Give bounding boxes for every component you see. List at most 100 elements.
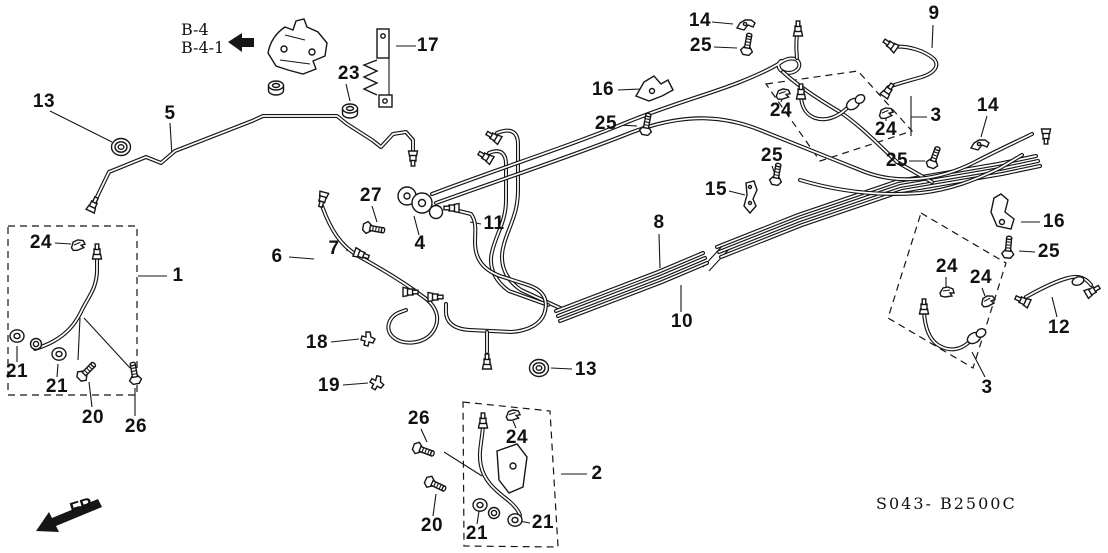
grommet-13-icon: [110, 137, 132, 157]
assembly-box-2: [462, 401, 559, 548]
assembly-box-3-bottom: [887, 212, 1007, 369]
callout-19: 19: [317, 375, 341, 396]
callout-18: 18: [305, 332, 329, 353]
hose-9: [887, 44, 939, 89]
callout-16b: 16: [1042, 211, 1066, 232]
bracket-17: [362, 28, 393, 108]
callout-16a: 16: [591, 79, 615, 100]
brackets: [267, 18, 1015, 494]
arrows: [36, 33, 254, 532]
callout-26a: 26: [124, 416, 148, 437]
clip-24-icon: [774, 87, 792, 101]
callout-24a: 24: [769, 100, 793, 121]
callout-10: 10: [670, 311, 694, 332]
callout-24c: 24: [935, 256, 959, 277]
callout-7: 7: [328, 238, 340, 259]
hose-connector: [975, 328, 987, 338]
callout-23: 23: [337, 63, 361, 84]
callout-3b: 3: [981, 377, 993, 398]
callout-17: 17: [416, 35, 440, 56]
nut-23-icon: [341, 103, 359, 119]
hose-connector: [854, 93, 866, 105]
callout-24d: 24: [969, 267, 993, 288]
callout-14b: 14: [976, 95, 1000, 116]
callout-20b: 20: [420, 515, 444, 536]
flare-fitting-icon: [918, 298, 930, 315]
nut-icon: [267, 80, 285, 96]
flare-fitting-icon: [443, 202, 460, 214]
hose-1: [33, 255, 99, 351]
clip-24-icon: [939, 286, 955, 298]
callout-21d: 21: [531, 512, 555, 533]
bolt-25-icon: [739, 31, 757, 57]
flare-fitting-icon: [85, 194, 102, 214]
washer-21-icon: [9, 329, 25, 343]
callout-21b: 21: [45, 376, 69, 397]
drawing-code: S043- B2500C: [876, 494, 1017, 513]
pipe-rear-loop-tail: [781, 70, 934, 184]
assembly-boxes: [7, 70, 1007, 548]
callout-21c: 21: [465, 523, 489, 544]
banjo-eye-icon: [29, 337, 43, 351]
clip-24-icon: [69, 237, 87, 253]
bolt-20-icon: [74, 358, 100, 384]
b4-arrow-icon: [228, 33, 254, 52]
bracket-16: [990, 193, 1015, 230]
callout-25c: 25: [885, 150, 909, 171]
callout-4: 4: [414, 233, 426, 254]
flare-fitting-icon: [1040, 128, 1052, 145]
bolt-25-icon: [1000, 235, 1016, 260]
callout-13b: 13: [574, 359, 598, 380]
clip-24-icon: [877, 105, 895, 121]
callout-25b: 25: [689, 35, 713, 56]
bolt-25-icon: [924, 144, 945, 171]
clip-19-icon: [367, 373, 387, 393]
callout-24b: 24: [874, 119, 898, 140]
bracket-16: [634, 75, 674, 102]
callout-25e: 25: [1037, 241, 1061, 262]
callout-24f: 24: [505, 427, 529, 448]
proportioning-valve-4: [397, 186, 444, 220]
flare-fitting-icon: [315, 190, 330, 209]
hose-connector: [1071, 276, 1085, 286]
callout-2: 2: [591, 463, 603, 484]
callout-9: 9: [928, 3, 940, 24]
callout-5: 5: [164, 103, 176, 124]
flare-fitting-icon: [91, 243, 103, 260]
callout-25d: 25: [760, 145, 784, 166]
flare-fitting-icon: [427, 291, 444, 303]
callout-11: 11: [483, 213, 505, 234]
callout-8: 8: [653, 212, 665, 233]
clip-14-icon: [970, 139, 990, 151]
assembly-box-1: [7, 225, 138, 396]
grommet-13-icon: [528, 358, 550, 378]
brake-pipes: [33, 28, 1093, 517]
callout-25a: 25: [594, 113, 618, 134]
callout-1: 1: [172, 265, 184, 286]
bolt-20-icon: [422, 473, 449, 496]
callout-6: 6: [271, 246, 283, 267]
pipe-bundle-3: [558, 164, 1042, 323]
callout-26b: 26: [407, 408, 431, 429]
reference-b4-1: B-4-1: [181, 38, 225, 57]
washer-21-icon: [507, 513, 523, 527]
pipe-fittings: [29, 20, 1103, 520]
flare-fitting-icon: [880, 36, 900, 54]
callout-20a: 20: [81, 407, 105, 428]
callout-13a: 13: [32, 91, 56, 112]
washer-21-icon: [51, 347, 67, 361]
callout-14a: 14: [688, 10, 712, 31]
reference-b4: B-4: [181, 20, 209, 39]
callout-21a: 21: [5, 361, 29, 382]
callout-15: 15: [704, 179, 728, 200]
hose-2-bracket: [496, 443, 528, 494]
bracket-15: [743, 180, 758, 215]
flare-fitting-icon: [477, 412, 489, 429]
flare-fitting-icon: [481, 353, 493, 370]
callout-27: 27: [359, 185, 383, 206]
callout-24e: 24: [29, 232, 53, 253]
fr-arrow-icon: [36, 499, 102, 532]
bolt-26-icon: [125, 360, 143, 386]
bolt-26-icon: [410, 440, 437, 461]
